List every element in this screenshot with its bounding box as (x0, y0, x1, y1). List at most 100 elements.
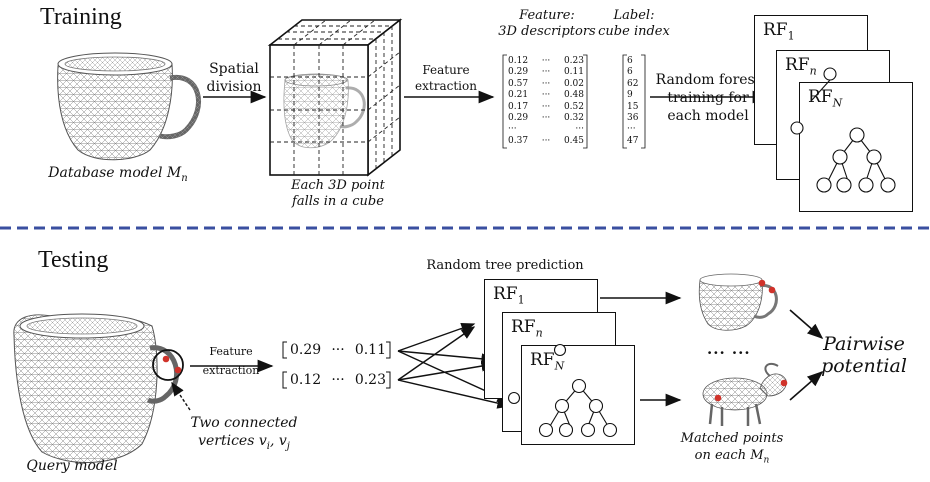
label-cell: 6 (627, 67, 633, 78)
training-rf-card-N: RFN (799, 82, 913, 212)
match-point-cup-2 (768, 286, 776, 294)
matched-caption-sub: n (763, 455, 770, 466)
feature-matrix-cell: 0.29 (508, 113, 529, 124)
training-rf-card-n-label: RFn (785, 55, 817, 77)
database-model-caption: Database model Mn (28, 165, 208, 187)
feature-matrix-cell: ··· (541, 101, 551, 112)
query-model-caption: Query model (26, 458, 118, 474)
feature-matrix-row: ··· ··· (508, 124, 584, 135)
feature-matrix-row: 0.57 ··· 0.02 (508, 79, 584, 90)
vertex-point-j (174, 366, 182, 374)
arrow-goat-pairwise (789, 370, 824, 401)
rf-training-line3: each model (667, 108, 749, 124)
feature-matrix-cell: 0.37 (508, 135, 529, 146)
feature-matrix-cell: 0.12 (508, 56, 529, 66)
feature-extraction-label-training: Feature extraction (404, 62, 488, 94)
rf-training-line1: Random forest (655, 72, 761, 88)
label-header: Label: cube index (598, 8, 670, 40)
random-tree-prediction-label: Random tree prediction (426, 258, 584, 273)
feature-matrix-row: 0.29···0.32 (508, 113, 584, 124)
vec2-last: 0.23 (354, 372, 386, 388)
label-header-line2: cube index (598, 24, 670, 39)
feature-matrix-cell: 0.57 (508, 78, 529, 89)
testing-rf-card-N: RFN (521, 345, 635, 445)
label-cell: ··· (627, 124, 636, 135)
vertices-caption: Two connected vertices vi, vj (184, 414, 304, 456)
cube-caption-line1: Each 3D point (291, 178, 385, 193)
testing-rf-card-1-label: RF1 (493, 284, 525, 306)
testing-rf-n-base: RF (511, 317, 536, 337)
feature-matrix-cell: ··· (508, 124, 517, 135)
feature-matrix-cell: 0.02 (563, 78, 584, 89)
match-point-goat-2 (714, 394, 722, 402)
feature-matrix-row: 0.37···0.45 (508, 136, 584, 147)
matched-caption-line1: Matched points (680, 431, 784, 446)
feature-matrix-cell: 0.11 (563, 67, 584, 78)
training-rf-n-sub: n (809, 64, 817, 78)
feature-extraction-training-line1: Feature (422, 63, 470, 77)
feature-matrix-cell: 0.21 (508, 90, 529, 101)
feature-matrix-row: 0.17 ··· 0.52 (508, 102, 584, 113)
feature-matrix-row: 0.12 ··· 0.23 (508, 56, 584, 67)
vertex-highlight-circle (152, 349, 184, 381)
feature-matrix-cell: ··· (541, 67, 551, 78)
database-model-caption-sub: n (181, 172, 188, 184)
matched-points-caption: Matched points on each Mn (672, 430, 792, 470)
feature-extraction-label-testing: Feature extraction (194, 344, 268, 378)
match-point-cup-1 (758, 279, 766, 287)
feature-matrix-row: 0.29···0.11 (508, 67, 584, 78)
feature-matrix-cell: 0.45 (563, 135, 584, 146)
feature-matrix-cell: ··· (541, 78, 551, 89)
feature-extraction-training-line2: extraction (415, 79, 477, 93)
feature-matrix-cell: ··· (575, 124, 584, 135)
rf-training-label: Random forest training for each model (650, 71, 766, 125)
testing-title: Testing (38, 247, 109, 273)
training-rf-card-1-label: RF1 (763, 20, 795, 42)
label-cell: 9 (627, 90, 633, 101)
feature-matrix-row: 0.21···0.48 (508, 90, 584, 101)
feature-matrix-cell: 0.17 (508, 101, 529, 112)
training-rf-N-sub: N (832, 96, 843, 110)
pairwise-potential-label: Pairwise potential (810, 333, 918, 377)
testing-rf-1-sub: 1 (517, 293, 525, 307)
label-cell: 15 (627, 101, 639, 112)
training-rf-n-base: RF (785, 55, 810, 75)
feature-matrix-cell: 0.52 (563, 101, 584, 112)
feature-matrix-cell: ··· (541, 56, 551, 66)
query-vector-1: 0.29···0.11 (290, 342, 386, 358)
vertices-sub-j: j (286, 440, 290, 452)
vector-brackets (282, 341, 391, 389)
match-point-goat-1 (780, 379, 788, 387)
feature-matrix-brackets (502, 54, 646, 149)
feature-header-line1: Feature: (519, 8, 575, 23)
cube-caption: Each 3D point falls in a cube (268, 178, 408, 210)
result-goat-mesh (702, 362, 787, 426)
vec2-first: 0.12 (290, 372, 322, 388)
arrow-cup-pairwise (789, 309, 824, 340)
vec1-last: 0.11 (354, 342, 386, 358)
feature-matrix-cell: 0.48 (563, 90, 584, 101)
training-rf-1-base: RF (763, 20, 788, 40)
testing-rf-n-sub: n (535, 326, 543, 340)
database-cup-mesh (57, 52, 202, 161)
pairwise-line2: potential (821, 355, 907, 377)
vec1-first: 0.29 (290, 342, 322, 358)
pairwise-line1: Pairwise (823, 333, 905, 355)
training-tree-icon (816, 127, 896, 193)
vertices-caption-line1: Two connected (190, 415, 298, 431)
query-vector-2: 0.12 ··· 0.23 (290, 372, 386, 388)
spatial-division-line2: division (206, 79, 262, 95)
database-model-caption-text: Database model M (48, 165, 182, 181)
label-cell: 62 (627, 78, 639, 89)
testing-rf-N-sub: N (554, 359, 565, 373)
feature-matrix-cell: 0.23 (563, 56, 584, 66)
vec2-dots: ··· (331, 372, 345, 388)
matched-caption-line2: on each Mn (672, 447, 792, 470)
testing-rf-card-n-label: RFn (511, 317, 543, 339)
division-cube (267, 18, 403, 177)
query-cup-mesh (13, 313, 179, 463)
label-cell: 47 (627, 135, 639, 146)
